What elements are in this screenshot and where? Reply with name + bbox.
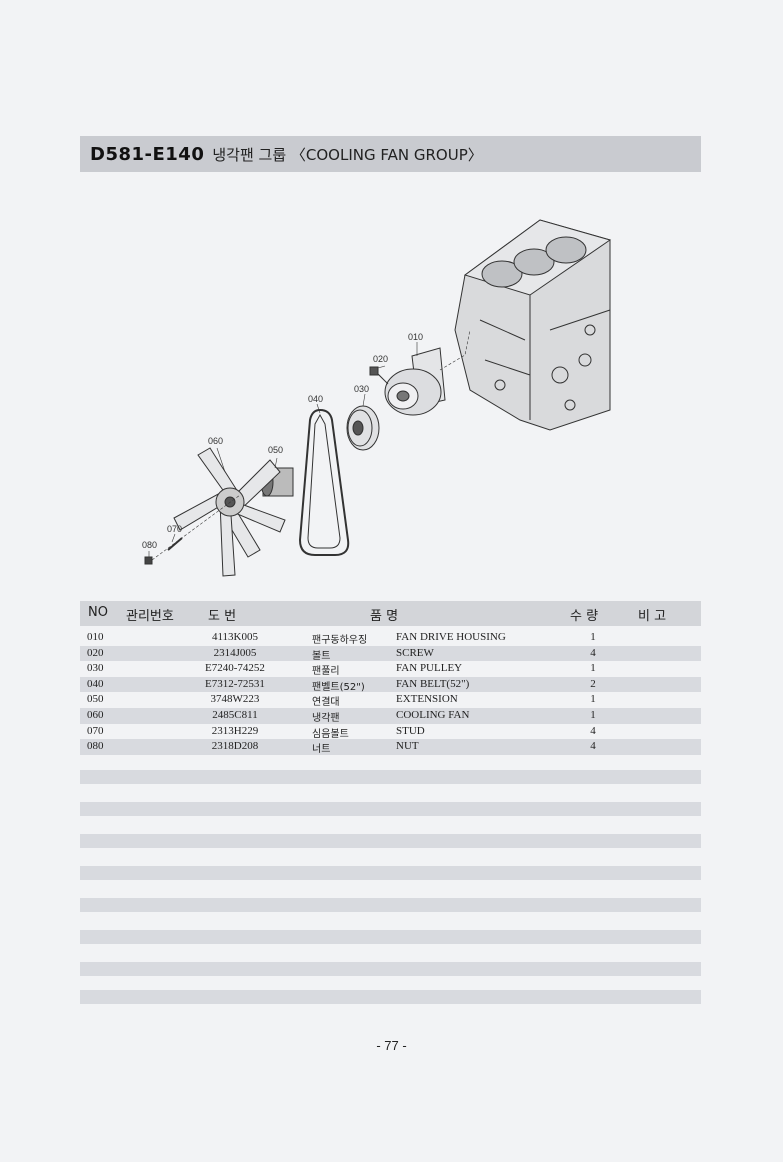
header-item-name: 품 명 xyxy=(370,609,399,624)
empty-row-band xyxy=(80,930,701,944)
row-part-no: E7312-72531 xyxy=(205,677,265,690)
header-qty: 수 량 xyxy=(570,609,599,624)
row-name-en: NUT xyxy=(396,740,419,753)
empty-row-band xyxy=(80,962,701,976)
row-name-kr: 냉각팬 xyxy=(312,712,340,724)
callout-030: 030 xyxy=(354,384,369,394)
row-part-no: 4113K005 xyxy=(211,631,259,643)
empty-row-band xyxy=(80,802,701,816)
row-name-en: FAN BELT(52") xyxy=(396,677,470,690)
row-name-en: STUD xyxy=(396,724,425,737)
table-row: 030 E7240-74252 팬풀리 FAN PULLEY 1 xyxy=(80,661,701,677)
exploded-parts-diagram: 010 020 030 040 050 060 070 080 xyxy=(142,219,612,577)
row-name-kr: 팬풀리 xyxy=(312,666,340,678)
row-qty: 4 xyxy=(590,646,596,659)
table-row: 060 2485C811 냉각팬 COOLING FAN 1 xyxy=(80,707,701,724)
stud-drawing xyxy=(167,537,183,551)
row-part-no: 2318D208 xyxy=(211,740,259,753)
row-name-kr: 볼트 xyxy=(312,650,331,662)
empty-row-band xyxy=(80,866,701,880)
row-name-kr: 연결대 xyxy=(312,697,340,709)
row-name-en: EXTENSION xyxy=(396,693,458,706)
table-row: 050 3748W223 연결대 EXTENSION 1 xyxy=(80,692,701,708)
row-qty: 4 xyxy=(590,724,596,737)
row-part-no: E7240-74252 xyxy=(205,662,265,675)
page-number: - 77 - xyxy=(376,1038,407,1053)
row-part-no: 2485C811 xyxy=(212,708,258,721)
row-qty: 1 xyxy=(590,662,596,675)
row-name-en: FAN PULLEY xyxy=(396,662,463,675)
section-code: D581-E140 xyxy=(90,143,205,165)
row-name-kr: 너트 xyxy=(312,744,331,756)
row-qty: 4 xyxy=(590,740,596,753)
table-row: 040 E7312-72531 팬벨트(52") FAN BELT(52") 2 xyxy=(80,676,701,693)
fan-pulley-drawing xyxy=(346,405,380,451)
row-qty: 1 xyxy=(590,708,596,721)
screw-drawing xyxy=(369,366,389,385)
row-no: 080 xyxy=(87,740,104,753)
callout-020: 020 xyxy=(373,354,388,364)
row-name-kr: 팬구동하우징 xyxy=(312,635,368,646)
fan-drive-housing-drawing xyxy=(384,347,446,416)
row-qty: 1 xyxy=(590,693,596,706)
row-no: 050 xyxy=(87,693,104,706)
callout-050: 050 xyxy=(268,445,283,455)
header-no: NO xyxy=(88,605,108,620)
callout-070: 070 xyxy=(167,524,182,534)
empty-row-band xyxy=(80,770,701,784)
section-title: 냉각팬 그룹 〈COOLING FAN GROUP〉 xyxy=(212,145,483,164)
parts-table-header: NO 관리번호 도 번 품 명 수 량 비 고 xyxy=(80,601,701,626)
header-remark: 비 고 xyxy=(638,609,667,624)
row-no: 060 xyxy=(87,708,104,721)
callout-010: 010 xyxy=(408,332,423,342)
row-part-no: 2314J005 xyxy=(213,646,257,659)
callout-080: 080 xyxy=(142,540,157,550)
cooling-fan-drawing xyxy=(173,447,286,577)
row-name-kr: 심음볼트 xyxy=(312,728,349,740)
row-no: 040 xyxy=(87,677,104,690)
row-name-en: COOLING FAN xyxy=(396,708,470,721)
callout-040: 040 xyxy=(308,394,323,404)
parts-table-body: 010 4113K005 팬구동하우징 FAN DRIVE HOUSING 1 … xyxy=(80,630,701,755)
row-name-en: FAN DRIVE HOUSING xyxy=(396,631,506,643)
table-row: 020 2314J005 볼트 SCREW 4 xyxy=(80,645,701,662)
row-part-no: 2313H229 xyxy=(211,724,259,737)
engine-block-drawing xyxy=(454,219,612,431)
table-row: 070 2313H229 심음볼트 STUD 4 xyxy=(80,724,701,740)
row-no: 030 xyxy=(87,662,104,675)
fan-belt-drawing xyxy=(298,408,350,556)
nut-drawing xyxy=(144,556,153,565)
callout-060: 060 xyxy=(208,436,223,446)
row-name-en: SCREW xyxy=(396,646,434,659)
header-drawing-no: 도 번 xyxy=(208,609,237,624)
empty-row-band xyxy=(80,990,701,1004)
row-qty: 2 xyxy=(590,677,596,690)
row-no: 070 xyxy=(87,724,104,737)
row-no: 020 xyxy=(87,646,104,659)
row-part-no: 3748W223 xyxy=(210,693,260,706)
header-mgmt-no: 관리번호 xyxy=(126,609,174,624)
row-name-kr: 팬벨트(52") xyxy=(312,681,365,693)
row-qty: 1 xyxy=(590,631,596,643)
row-no: 010 xyxy=(87,631,104,643)
table-row: 010 4113K005 팬구동하우징 FAN DRIVE HOUSING 1 xyxy=(80,630,701,646)
table-row: 080 2318D208 너트 NUT 4 xyxy=(80,739,701,755)
empty-row-band xyxy=(80,898,701,912)
section-title-bar: D581-E140 냉각팬 그룹 〈COOLING FAN GROUP〉 xyxy=(80,136,701,172)
empty-row-band xyxy=(80,834,701,848)
